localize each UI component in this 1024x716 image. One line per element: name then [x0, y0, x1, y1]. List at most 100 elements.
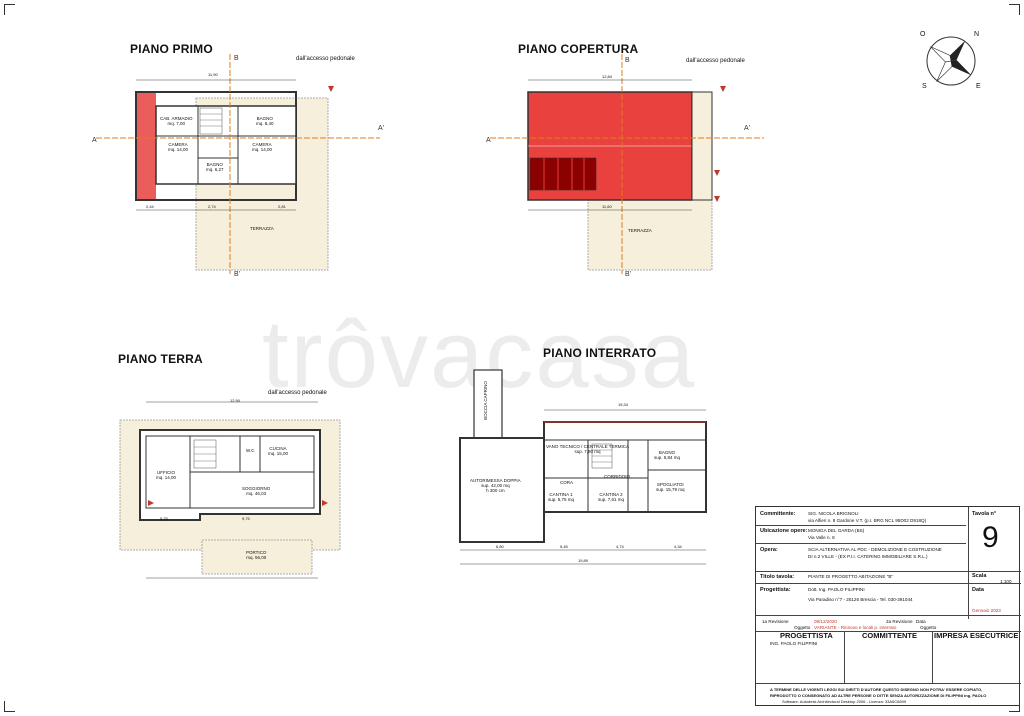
- committente-label: Committente:: [760, 511, 796, 517]
- primo-dim: 2,74: [208, 204, 216, 209]
- ubicazione-value2: Via Valle n. 8: [808, 535, 835, 540]
- plan-title-primo: PIANO PRIMO: [130, 42, 213, 56]
- primo-dim: 2,81: [278, 204, 286, 209]
- compass-n: N: [974, 31, 980, 38]
- opera-value2: DI n.2 VILLE - (EX P.I.I. CATERING IMMOB…: [808, 554, 928, 559]
- terra-dim: 12,90: [230, 398, 241, 403]
- rev2-label: 2a Revisione: [886, 619, 913, 624]
- opera-label: Opera:: [760, 547, 778, 553]
- svg-text:A: A: [486, 137, 491, 144]
- divider: [756, 583, 1021, 584]
- divider: [756, 571, 1021, 572]
- corner-mark: [1009, 701, 1020, 712]
- divider: [844, 631, 845, 683]
- svg-text:B: B: [234, 55, 239, 62]
- plan-piano-copertura: A A' B B' dall'accesso pedonale 12,84 11…: [482, 50, 772, 280]
- corner-mark: [4, 4, 15, 15]
- divider: [756, 543, 966, 544]
- primo-drawing: A A' B B': [92, 54, 384, 278]
- copertura-access-label: dall'accesso pedonale: [686, 58, 745, 64]
- compass-s: S: [922, 83, 927, 90]
- progettista-heading-name: ING. PAOLO FILIPPINI: [770, 641, 818, 646]
- footer-line: A TERMINE DELLE VIGENTI LEGGI SUI DIRITT…: [770, 687, 983, 692]
- terra-access-label: dall'accesso pedonale: [268, 390, 327, 396]
- terrace-label: TERRAZZA: [250, 226, 274, 231]
- svg-text:A': A': [378, 125, 384, 132]
- compass-o: O: [920, 31, 926, 38]
- plan-title-terra: PIANO TERRA: [118, 352, 203, 366]
- interrato-dim: 5,45: [560, 544, 568, 549]
- room-label: BOCCIA CAPRINO: [482, 381, 488, 420]
- plan-title-copertura: PIANO COPERTURA: [518, 42, 639, 56]
- svg-text:A: A: [92, 137, 97, 144]
- progettista-label: Progettista:: [760, 587, 791, 593]
- compass: N S E O: [918, 28, 984, 94]
- divider: [756, 631, 1021, 632]
- committente-heading: COMMITTENTE: [862, 631, 917, 640]
- footer-line: Software: Autodesk Architectural Desktop…: [782, 699, 907, 704]
- copertura-drawing: A A' B B': [486, 54, 764, 278]
- interrato-dim: 4,74: [616, 544, 624, 549]
- interrato-dim: 6,80: [496, 544, 504, 549]
- interrato-dim: 19,89: [578, 558, 589, 563]
- oggetto-label: Oggetto: [794, 625, 811, 630]
- divider: [968, 507, 969, 619]
- divider: [932, 631, 933, 683]
- committente-value: SIG. NICOLA BRIGNOLI: [808, 511, 859, 516]
- primo-dim: 11,90: [208, 72, 218, 77]
- room-label: CORA: [560, 480, 574, 485]
- primo-dim: 2,44: [146, 204, 154, 209]
- interrato-dim: 4,34: [674, 544, 682, 549]
- svg-text:A': A': [744, 125, 750, 132]
- copertura-dim: 11,60: [602, 204, 612, 209]
- impresa-heading: IMPRESA ESECUTRICE: [934, 631, 1019, 640]
- scala-value: 1:100: [1000, 579, 1012, 584]
- ubicazione-label: Ubicazione opere:: [760, 528, 808, 534]
- copertura-dim: 12,84: [602, 74, 613, 79]
- interrato-dim: 15,34: [618, 402, 629, 407]
- progettista-heading: PROGETTISTA: [780, 631, 833, 640]
- revisione-label: 1a Revisione: [762, 619, 789, 624]
- svg-text:B: B: [625, 57, 630, 64]
- primo-access-label: dall'accesso pedonale: [296, 56, 355, 62]
- plan-piano-interrato: 15,34 19,89 6,80 5,45 4,74 4,34 AUTORIME…: [448, 350, 748, 576]
- scala-label: Scala: [972, 573, 987, 579]
- tavola-label: Tavola n°: [972, 511, 997, 517]
- oggetto-value: VARIANTE - Rinnovo e locali p. interrato: [814, 625, 897, 630]
- divider: [756, 525, 966, 526]
- divider: [756, 615, 1021, 616]
- rev2-date-label: Data: [916, 619, 926, 624]
- titolo-value: PIANTE DI PROGETTO ABITAZIONE "B": [808, 574, 894, 579]
- progettista-value2: Via Paradiso n°7 - 25126 Brescia - Tel. …: [808, 597, 913, 602]
- corner-mark: [4, 701, 15, 712]
- plan-piano-terra: dall'accesso pedonale 12,90 5,75 9,75 UF…: [110, 390, 350, 586]
- divider: [756, 683, 1021, 684]
- progettista-value: Dott. Ing. PAOLO FILIPPINI: [808, 587, 865, 592]
- svg-text:B': B': [625, 271, 631, 278]
- room-label: W.C: [246, 448, 255, 453]
- opera-value: SCIA ALTERNATIVA AL PDC - DEMOLIZIONE E …: [808, 547, 942, 552]
- ubicazione-value: MONIGA DEL GARDA (BS): [808, 528, 865, 533]
- compass-e: E: [976, 83, 981, 90]
- data-value: Gennaio 2023: [972, 608, 1001, 613]
- compass-rose-icon: [926, 36, 976, 86]
- terra-dim: 9,75: [242, 516, 250, 521]
- committente-value2: via Alfieri n. 8 Gardone V.T. (p.I. BRG …: [808, 518, 927, 523]
- room-label: CORRIDOIO: [604, 474, 631, 479]
- footer-line: RIPRODOTTO O CONSEGNATO AD ALTRE PERSONE…: [770, 693, 987, 698]
- revisione-date: 09/12/2020: [814, 619, 837, 624]
